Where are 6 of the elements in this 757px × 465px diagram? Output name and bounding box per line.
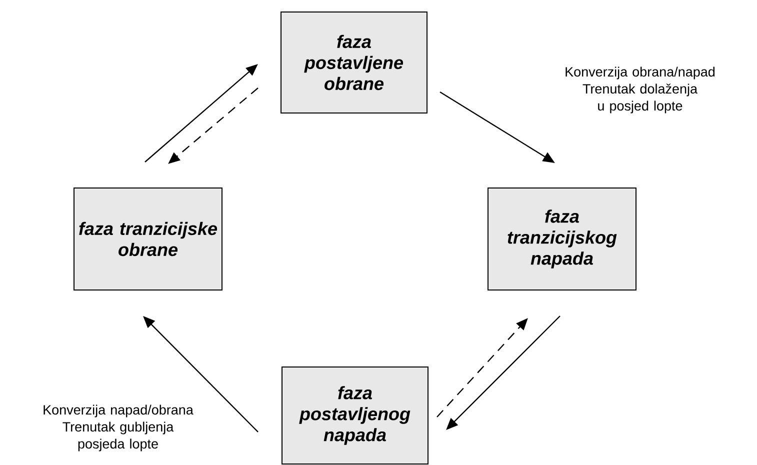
phase-box: faza tranzicijske obrane bbox=[74, 188, 222, 290]
edge-label: Konverzija obrana/napad Trenutak dolaženja u posjed lopte bbox=[552, 66, 728, 114]
phase-box: faza postavljene obrane bbox=[280, 12, 428, 114]
edge-label: Konverzija napad/obrana Trenutak gubljenja posjeda lopte bbox=[34, 404, 202, 452]
phase-box: faza postavljenog napada bbox=[282, 366, 428, 464]
phase-box: faza tranzicijskog napada bbox=[488, 188, 636, 290]
